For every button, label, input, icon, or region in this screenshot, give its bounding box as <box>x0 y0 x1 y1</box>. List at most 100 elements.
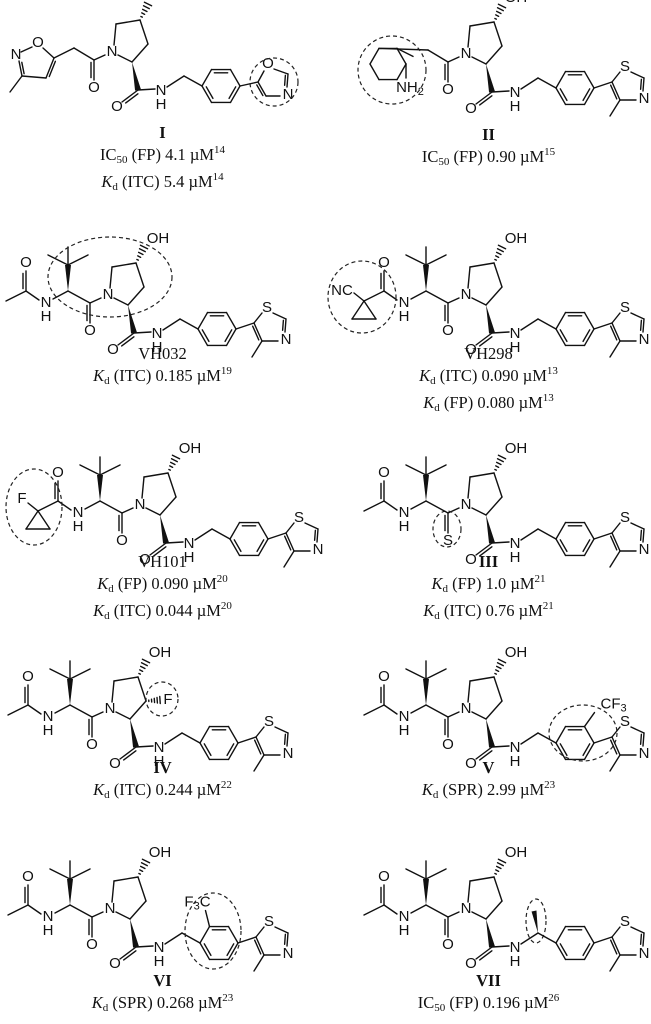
svg-text:O: O <box>32 34 44 51</box>
svg-text:H: H <box>510 98 521 115</box>
svg-text:H: H <box>152 339 163 356</box>
svg-text:N: N <box>639 541 650 558</box>
svg-text:N: N <box>639 331 650 348</box>
svg-text:N: N <box>510 939 521 956</box>
svg-text:H: H <box>399 922 410 939</box>
svg-text:O: O <box>109 755 121 772</box>
svg-text:O: O <box>22 868 34 885</box>
svg-text:H: H <box>41 308 52 325</box>
svg-text:N: N <box>281 331 292 348</box>
svg-text:F: F <box>17 490 26 507</box>
svg-text:N: N <box>510 84 521 101</box>
svg-text:N: N <box>41 294 52 311</box>
svg-text:N: N <box>152 325 163 342</box>
svg-text:N: N <box>154 939 165 956</box>
svg-text:O: O <box>86 736 98 753</box>
compound-label: V <box>482 758 495 777</box>
affinity-value: Kd (ITC) 0.090 µM13 <box>419 365 558 388</box>
svg-text:N: N <box>399 708 410 725</box>
svg-text:OH: OH <box>505 440 528 457</box>
svg-text:N: N <box>283 745 294 762</box>
svg-text:N: N <box>43 908 54 925</box>
svg-text:O: O <box>378 254 390 271</box>
svg-text:N: N <box>184 535 195 552</box>
svg-text:N: N <box>639 745 650 762</box>
svg-text:N: N <box>461 496 472 513</box>
svg-text:N: N <box>399 294 410 311</box>
svg-text:F: F <box>163 691 172 708</box>
svg-text:N: N <box>135 496 146 513</box>
svg-text:S: S <box>264 713 274 730</box>
compound-label: VII <box>476 971 501 990</box>
svg-text:O: O <box>465 755 477 772</box>
structure-I: NOHONHONOON <box>9 0 299 115</box>
svg-text:O: O <box>86 936 98 953</box>
svg-text:N: N <box>461 45 472 62</box>
svg-text:OH: OH <box>149 644 172 661</box>
svg-text:N: N <box>639 945 650 962</box>
svg-text:OH: OH <box>149 844 172 861</box>
svg-text:H: H <box>399 518 410 535</box>
svg-text:H: H <box>399 722 410 739</box>
svg-text:N: N <box>313 541 324 558</box>
svg-text:N: N <box>399 504 410 521</box>
svg-text:N: N <box>154 739 165 756</box>
caption-VII: VII IC50 (FP) 0.196 µM26 <box>326 970 651 1019</box>
svg-text:O: O <box>465 955 477 972</box>
compound-label: I <box>159 123 166 142</box>
affinity-value: Kd (ITC) 0.044 µM20 <box>93 600 232 623</box>
affinity-value: Kd (ITC) 5.4 µM14 <box>101 171 224 194</box>
svg-text:N: N <box>461 700 472 717</box>
svg-text:O: O <box>442 936 454 953</box>
structure-II: NOHONHSNONH2 <box>357 0 649 117</box>
svg-text:N: N <box>107 43 118 60</box>
svg-text:S: S <box>620 913 630 930</box>
svg-text:OH: OH <box>179 440 202 457</box>
svg-text:H: H <box>73 518 84 535</box>
svg-text:N: N <box>461 286 472 303</box>
svg-text:N: N <box>105 900 116 917</box>
affinity-value: Kd (FP) 0.090 µM20 <box>97 573 228 596</box>
svg-text:S: S <box>264 913 274 930</box>
caption-V: V Kd (SPR) 2.99 µM23 <box>326 757 651 806</box>
svg-text:N: N <box>73 504 84 521</box>
affinity-value: Kd (SPR) 2.99 µM23 <box>421 779 556 802</box>
svg-text:S: S <box>443 532 453 549</box>
affinity-value: Kd (ITC) 0.185 µM19 <box>93 365 232 388</box>
affinity-value: Kd (ITC) 0.244 µM22 <box>93 779 232 802</box>
svg-text:O: O <box>52 464 64 481</box>
svg-text:N: N <box>399 908 410 925</box>
svg-text:O: O <box>111 98 123 115</box>
svg-text:O: O <box>262 55 274 72</box>
compound-label: II <box>482 125 495 144</box>
svg-text:F3C: F3C <box>184 894 210 913</box>
affinity-value: IC50 (FP) 0.196 µM26 <box>417 992 560 1015</box>
svg-text:H: H <box>154 753 165 770</box>
svg-text:O: O <box>465 100 477 117</box>
compound-label: III <box>478 552 499 571</box>
svg-text:H: H <box>510 549 521 566</box>
svg-text:N: N <box>156 82 167 99</box>
svg-text:N: N <box>510 739 521 756</box>
svg-text:S: S <box>262 299 272 316</box>
svg-text:N: N <box>105 700 116 717</box>
svg-text:O: O <box>20 254 32 271</box>
